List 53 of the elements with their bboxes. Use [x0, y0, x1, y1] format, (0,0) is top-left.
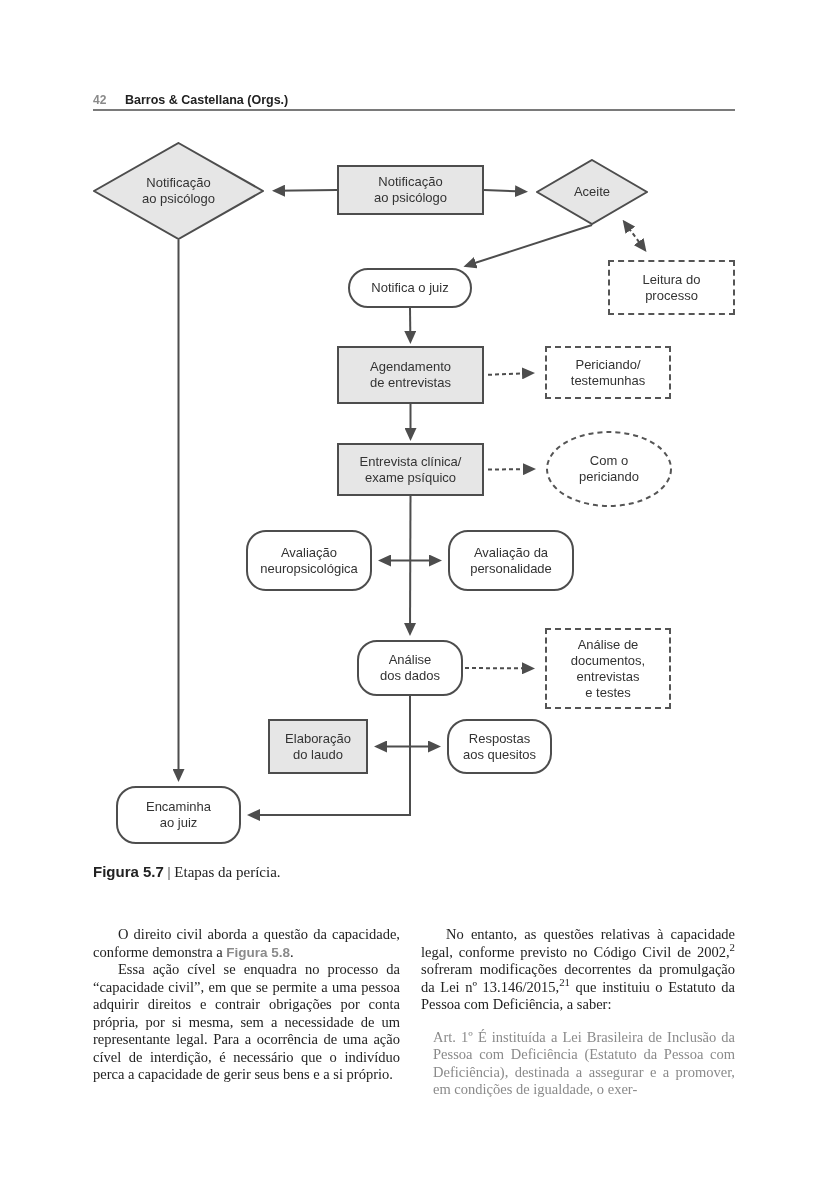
- node-label: Periciando/ testemunhas: [569, 356, 647, 389]
- arrow: [463, 224, 593, 269]
- page-number: 42: [93, 92, 108, 109]
- node-label: Com o periciando: [578, 453, 640, 485]
- dashed-box: [545, 628, 671, 709]
- dashed-ellipse: [546, 431, 672, 507]
- node-label: Notificação ao psicólogo: [141, 175, 216, 207]
- decision-diamond: [536, 159, 648, 225]
- figure-caption: Figura 5.7 | Etapas da perícia.: [93, 862, 281, 882]
- process-box: [268, 719, 368, 774]
- dashed-double-arrow: [622, 219, 647, 252]
- rounded-box: [348, 268, 472, 308]
- node-label: Elaboração do laudo: [284, 730, 352, 763]
- dashed-arrow: [464, 662, 535, 675]
- arrow: [483, 185, 528, 198]
- node-label: Avaliação da personalidade: [469, 544, 553, 577]
- rounded-box: [447, 719, 552, 774]
- process-box: [337, 346, 484, 404]
- decision-diamond: [93, 142, 264, 240]
- dashed-arrow: [487, 463, 536, 476]
- node-label: Notifica o juiz: [371, 280, 449, 296]
- node-label: Agendamento de entrevistas: [369, 359, 452, 391]
- node-label: Análise dos dados: [379, 652, 441, 684]
- dashed-box: [608, 260, 735, 315]
- rounded-box: [357, 640, 463, 696]
- node-label: Encaminha ao juiz: [144, 799, 212, 831]
- arrow: [404, 403, 417, 441]
- arrow: [404, 495, 417, 636]
- quoted-article: Art. 1º É instituída a Lei Brasileira de Inclusão da Pessoa com Deficiência (Estatuto da Pessoa com Deficiência), destinada a assegurar e a promover, em condições de igualdade, o exer-: [433, 1028, 735, 1099]
- body-paragraph: Essa ação cível se enquadra no processo da “capacidade civil”, em que se permite a uma pessoa adquirir direitos e contrair obrigações por conta própria, por si mesma, sem a necessidade de um representante legal. Para a ocorrência de uma ação cível de interdição, é necessário que o indivíduo perca a capacidade de gerir seus bens e a si próprio.: [93, 961, 400, 1084]
- arrow: [272, 184, 338, 197]
- running-head: Barros & Castellana (Orgs.): [125, 92, 289, 109]
- arrow: [247, 695, 411, 821]
- double-arrow: [374, 740, 441, 753]
- double-arrow: [378, 554, 442, 567]
- body-paragraph: O direito civil aborda a questão da capacidade, conforme demonstra a Figura 5.8.: [93, 926, 400, 961]
- node-label: Leitura do processo: [641, 271, 702, 304]
- arrow: [172, 239, 185, 782]
- rounded-box: [116, 786, 241, 844]
- node-label: Respostas aos quesitos: [462, 730, 537, 763]
- node-label: Análise de documentos, entrevistas e testes: [569, 636, 647, 701]
- process-box: [337, 165, 484, 215]
- dashed-arrow: [487, 367, 535, 380]
- dashed-box: [545, 346, 671, 399]
- arrow: [404, 307, 417, 344]
- rounded-box: [448, 530, 574, 591]
- body-paragraph: No entanto, as questões relativas à capacidade legal, conforme previsto no Código Civil de 2002,$^{2}$ sofreram modificações decorrentes da promulgação da Lei nº 13.146/2015,$^{21}$ que instituiu o Estatuto da Pessoa com Deficiência, a saber:: [421, 926, 735, 1014]
- node-label: Aceite: [573, 184, 611, 200]
- rounded-box: [246, 530, 372, 591]
- node-label: Avaliação neuropsicológica: [259, 544, 359, 577]
- node-label: Entrevista clínica/ exame psíquico: [358, 453, 463, 486]
- process-box: [337, 443, 484, 496]
- node-label: Notificação ao psicólogo: [373, 174, 448, 206]
